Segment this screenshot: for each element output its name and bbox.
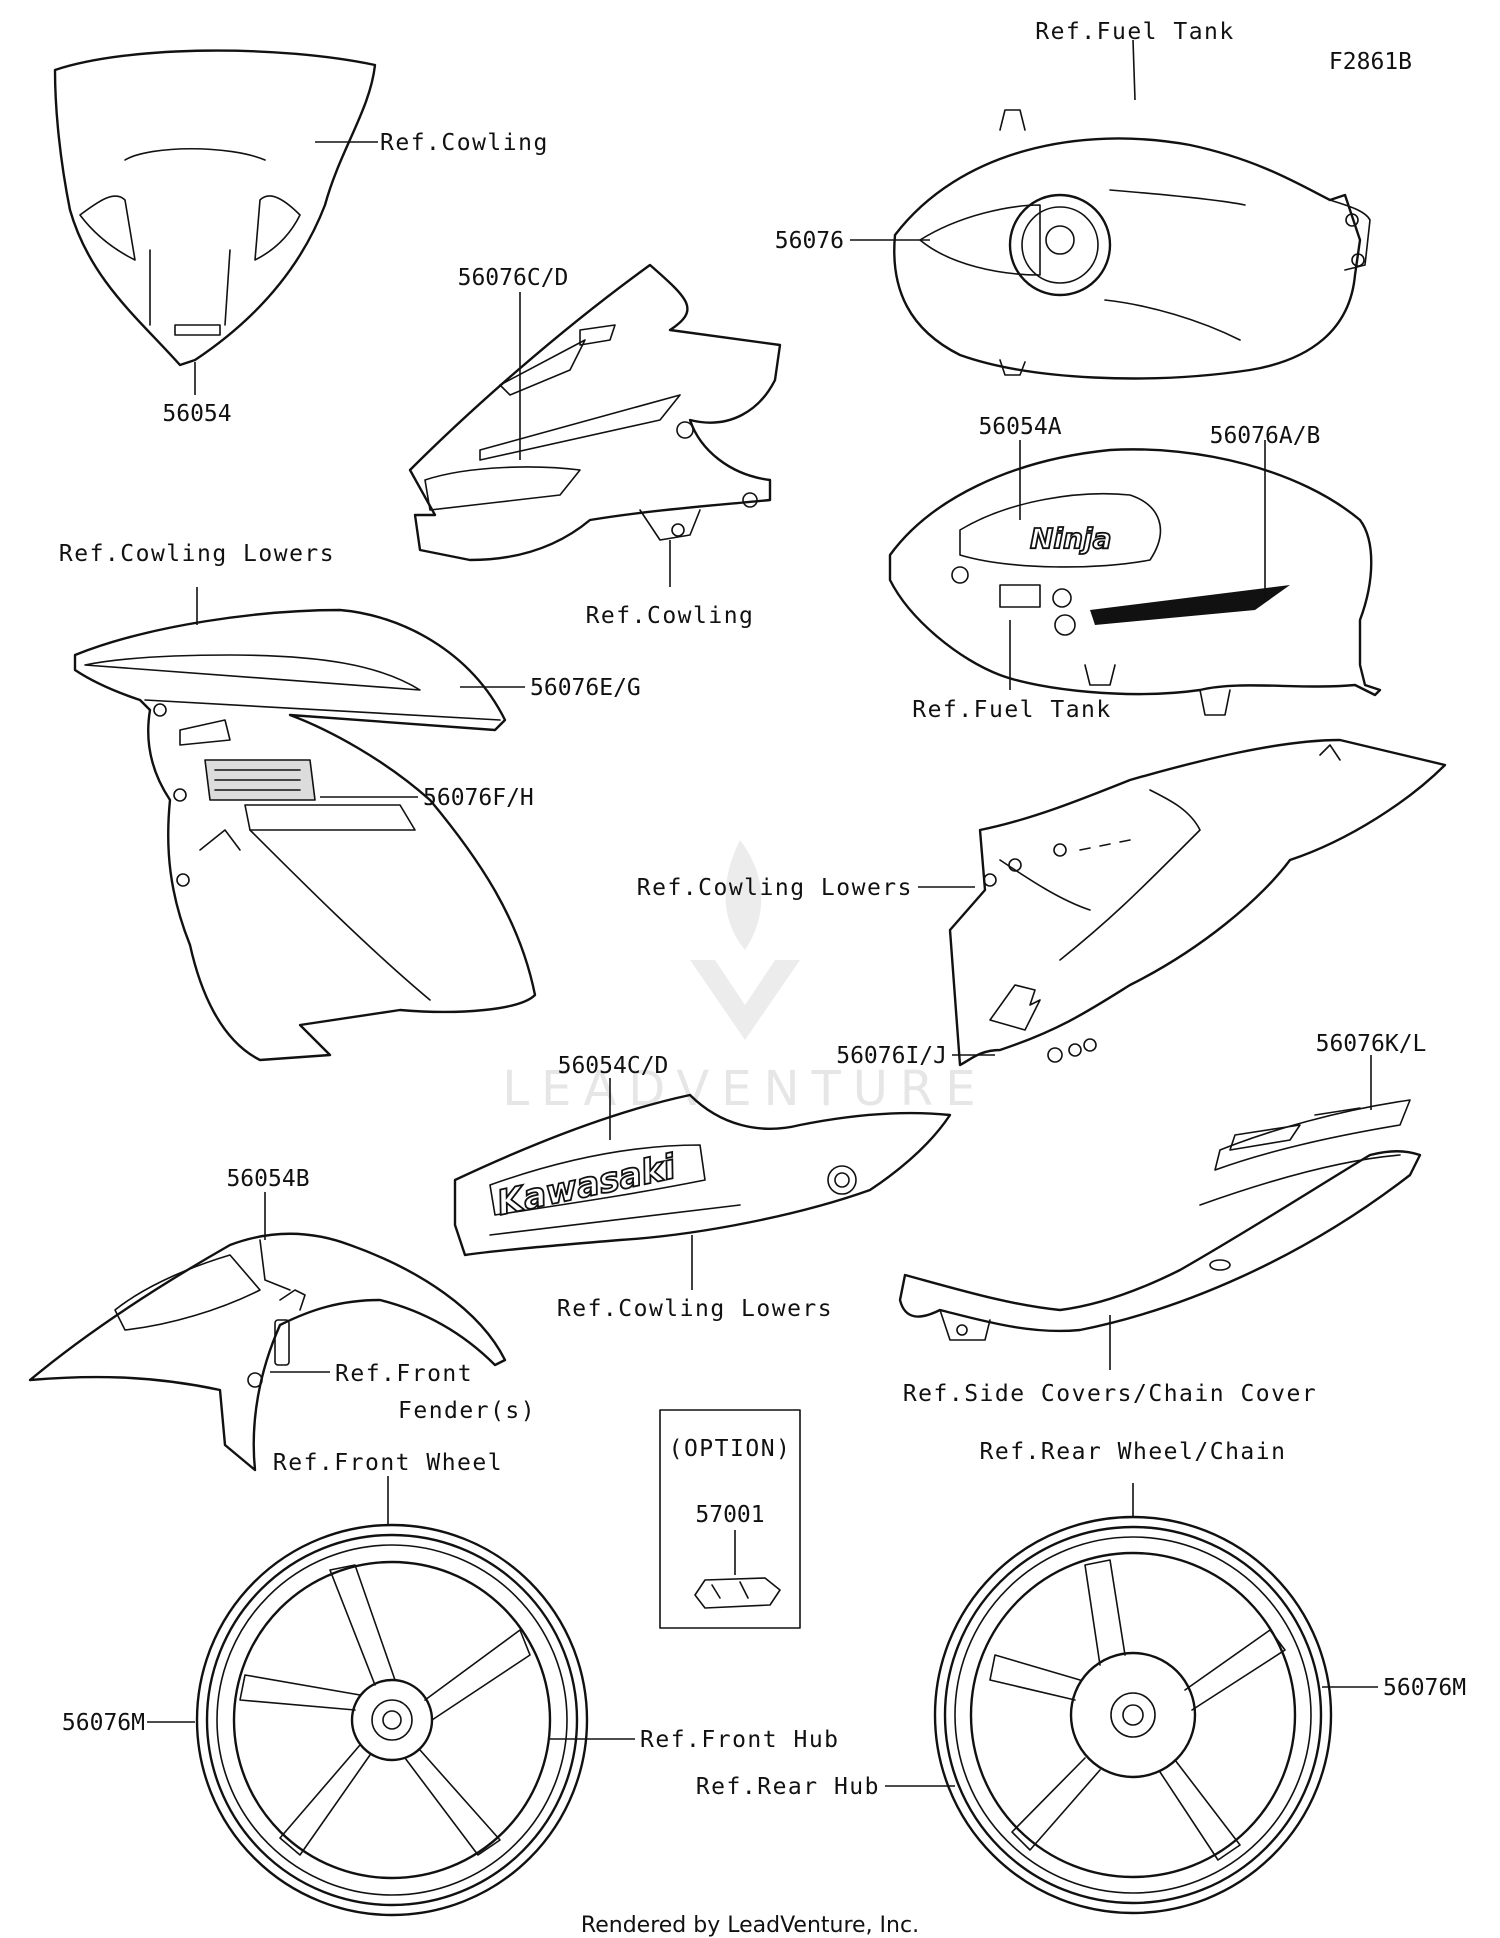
label-56076cd: 56076C/D xyxy=(458,265,569,291)
fuel-tank-top-part xyxy=(893,109,1371,380)
label-ref-cowling-top: Ref.Cowling xyxy=(380,130,549,156)
label-ref-cowling-lowers-1: Ref.Cowling Lowers xyxy=(59,541,335,567)
upper-cowling-part xyxy=(408,263,782,562)
kawasaki-logo: Kawasaki xyxy=(494,1147,681,1224)
watermark: LEADVENTURE xyxy=(502,840,987,1117)
ninja-script: Ninja xyxy=(1030,522,1111,555)
lower-cowl-kawasaki-part: Kawasaki xyxy=(453,1093,952,1257)
front-wheel-part xyxy=(195,1523,589,1917)
figure-code: F2861B xyxy=(1329,49,1412,75)
label-56076: 56076 xyxy=(775,228,844,254)
label-56054a: 56054A xyxy=(978,414,1061,440)
label-ref-front-hub: Ref.Front Hub xyxy=(640,1727,840,1753)
label-ref-front-fender-2: Fender(s) xyxy=(398,1398,536,1424)
cowling-lower-right-part xyxy=(948,738,1447,1067)
label-ref-side-covers: Ref.Side Covers/Chain Cover xyxy=(903,1381,1317,1407)
label-ref-fuel-tank-top: Ref.Fuel Tank xyxy=(1035,19,1235,45)
label-56054cd: 56054C/D xyxy=(558,1053,669,1079)
option-title: (OPTION) xyxy=(669,1436,792,1462)
cowling-lower-left-part xyxy=(73,608,537,1062)
label-56076fh: 56076F/H xyxy=(423,785,534,811)
label-56076m-right: 56076M xyxy=(1383,1675,1466,1701)
label-56076kl: 56076K/L xyxy=(1316,1031,1427,1057)
label-ref-front-wheel: Ref.Front Wheel xyxy=(273,1450,503,1476)
label-ref-rear-wheel: Ref.Rear Wheel/Chain xyxy=(980,1439,1287,1465)
label-56076eg: 56076E/G xyxy=(530,675,641,701)
fuel-tank-decal-part: Ninja xyxy=(888,448,1382,716)
footer-credit: Rendered by LeadVenture, Inc. xyxy=(581,1913,919,1938)
label-56054: 56054 xyxy=(162,401,231,427)
front-fender-part xyxy=(28,1232,507,1472)
label-56076ab: 56076A/B xyxy=(1210,423,1321,449)
label-ref-cowling-lowers-3: Ref.Cowling Lowers xyxy=(557,1296,833,1322)
label-ref-cowling-mid: Ref.Cowling xyxy=(586,603,755,629)
leader-lines xyxy=(147,39,1378,1787)
option-box: (OPTION) 57001 xyxy=(659,1409,801,1629)
label-56076ij: 56076I/J xyxy=(836,1043,947,1069)
label-ref-cowling-lowers-2: Ref.Cowling Lowers xyxy=(637,875,913,901)
label-ref-rear-hub: Ref.Rear Hub xyxy=(696,1774,880,1800)
label-ref-fuel-tank-mid: Ref.Fuel Tank xyxy=(912,697,1112,723)
label-56054b: 56054B xyxy=(226,1166,309,1192)
label-56076m-left: 56076M xyxy=(62,1710,145,1736)
watermark-text: LEADVENTURE xyxy=(502,1061,987,1117)
option-part-number: 57001 xyxy=(695,1502,764,1528)
windscreen-part xyxy=(53,49,377,367)
rear-wheel-part xyxy=(933,1515,1333,1915)
side-cover-part xyxy=(898,1099,1422,1341)
label-ref-front-fender: Ref.Front xyxy=(335,1361,473,1387)
